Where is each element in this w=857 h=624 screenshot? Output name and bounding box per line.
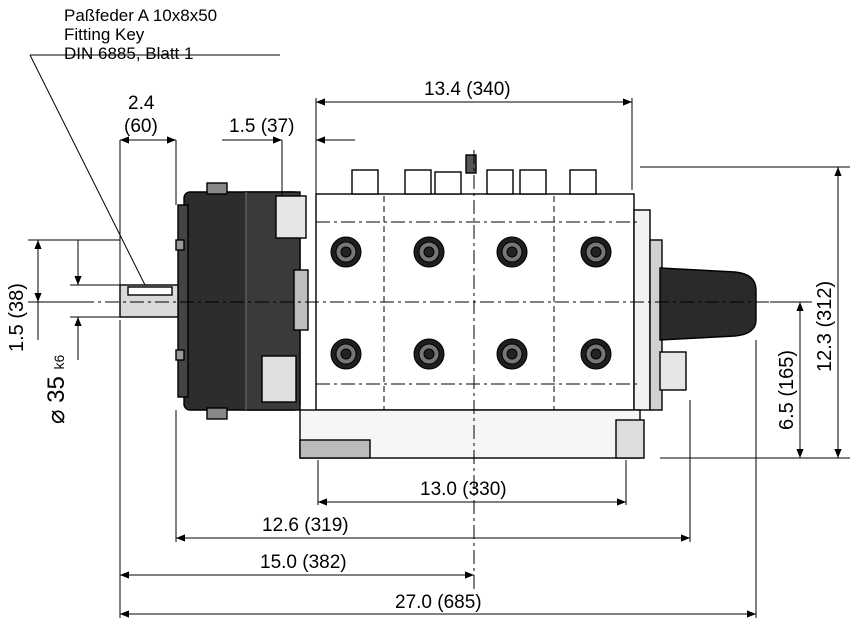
- drive-housing: [175, 182, 309, 420]
- key-note-line-1: Paßfeder A 10x8x50: [64, 6, 218, 25]
- dim-left-shaft-offset: 1.5 (38): [6, 283, 28, 352]
- valve-head-4: [580, 236, 612, 268]
- pump-assembly: [119, 154, 757, 459]
- dim-left-diameter: ⌀ 35 k6: [42, 355, 71, 424]
- valve-head-3: [496, 236, 528, 268]
- dim-bottom-mid: 12.6 (319): [262, 515, 349, 536]
- diameter-tolerance: k6: [51, 354, 67, 370]
- key-note-line-3: DIN 6885, Blatt 1: [64, 44, 194, 64]
- dimension-lines: [28, 54, 850, 618]
- valve-head-1: [330, 236, 362, 268]
- valve-head-8: [580, 338, 612, 370]
- valve-heads: [330, 236, 612, 370]
- dim-top-shaft-in: 2.4: [128, 93, 155, 114]
- key-note: Paßfeder A 10x8x50 Fitting Key DIN 6885,…: [64, 6, 217, 63]
- dim-top-offset: 1.5 (37): [229, 116, 295, 137]
- dim-bottom-base: 13.0 (330): [420, 479, 507, 500]
- dim-bottom-lower: 15.0 (382): [260, 552, 347, 573]
- valve-head-7: [496, 338, 528, 370]
- diameter-value: ⌀ 35: [43, 376, 70, 424]
- drive-shaft: [119, 284, 179, 318]
- valve-head-5: [330, 338, 362, 370]
- valve-head-2: [413, 236, 445, 268]
- outlet-cone: [659, 267, 757, 341]
- dim-top-overall: 13.4 (340): [424, 79, 511, 100]
- dim-top-shaft-mm: (60): [124, 116, 158, 137]
- center-lines: [80, 150, 770, 590]
- dim-right-total-height: 12.3 (312): [814, 280, 836, 372]
- key-note-line-2: Fitting Key: [64, 25, 145, 45]
- dim-right-axis-height: 6.5 (165): [776, 349, 798, 430]
- dim-bottom-total: 27.0 (685): [395, 592, 482, 613]
- valve-head-6: [413, 338, 445, 370]
- manifold-block: [299, 154, 663, 459]
